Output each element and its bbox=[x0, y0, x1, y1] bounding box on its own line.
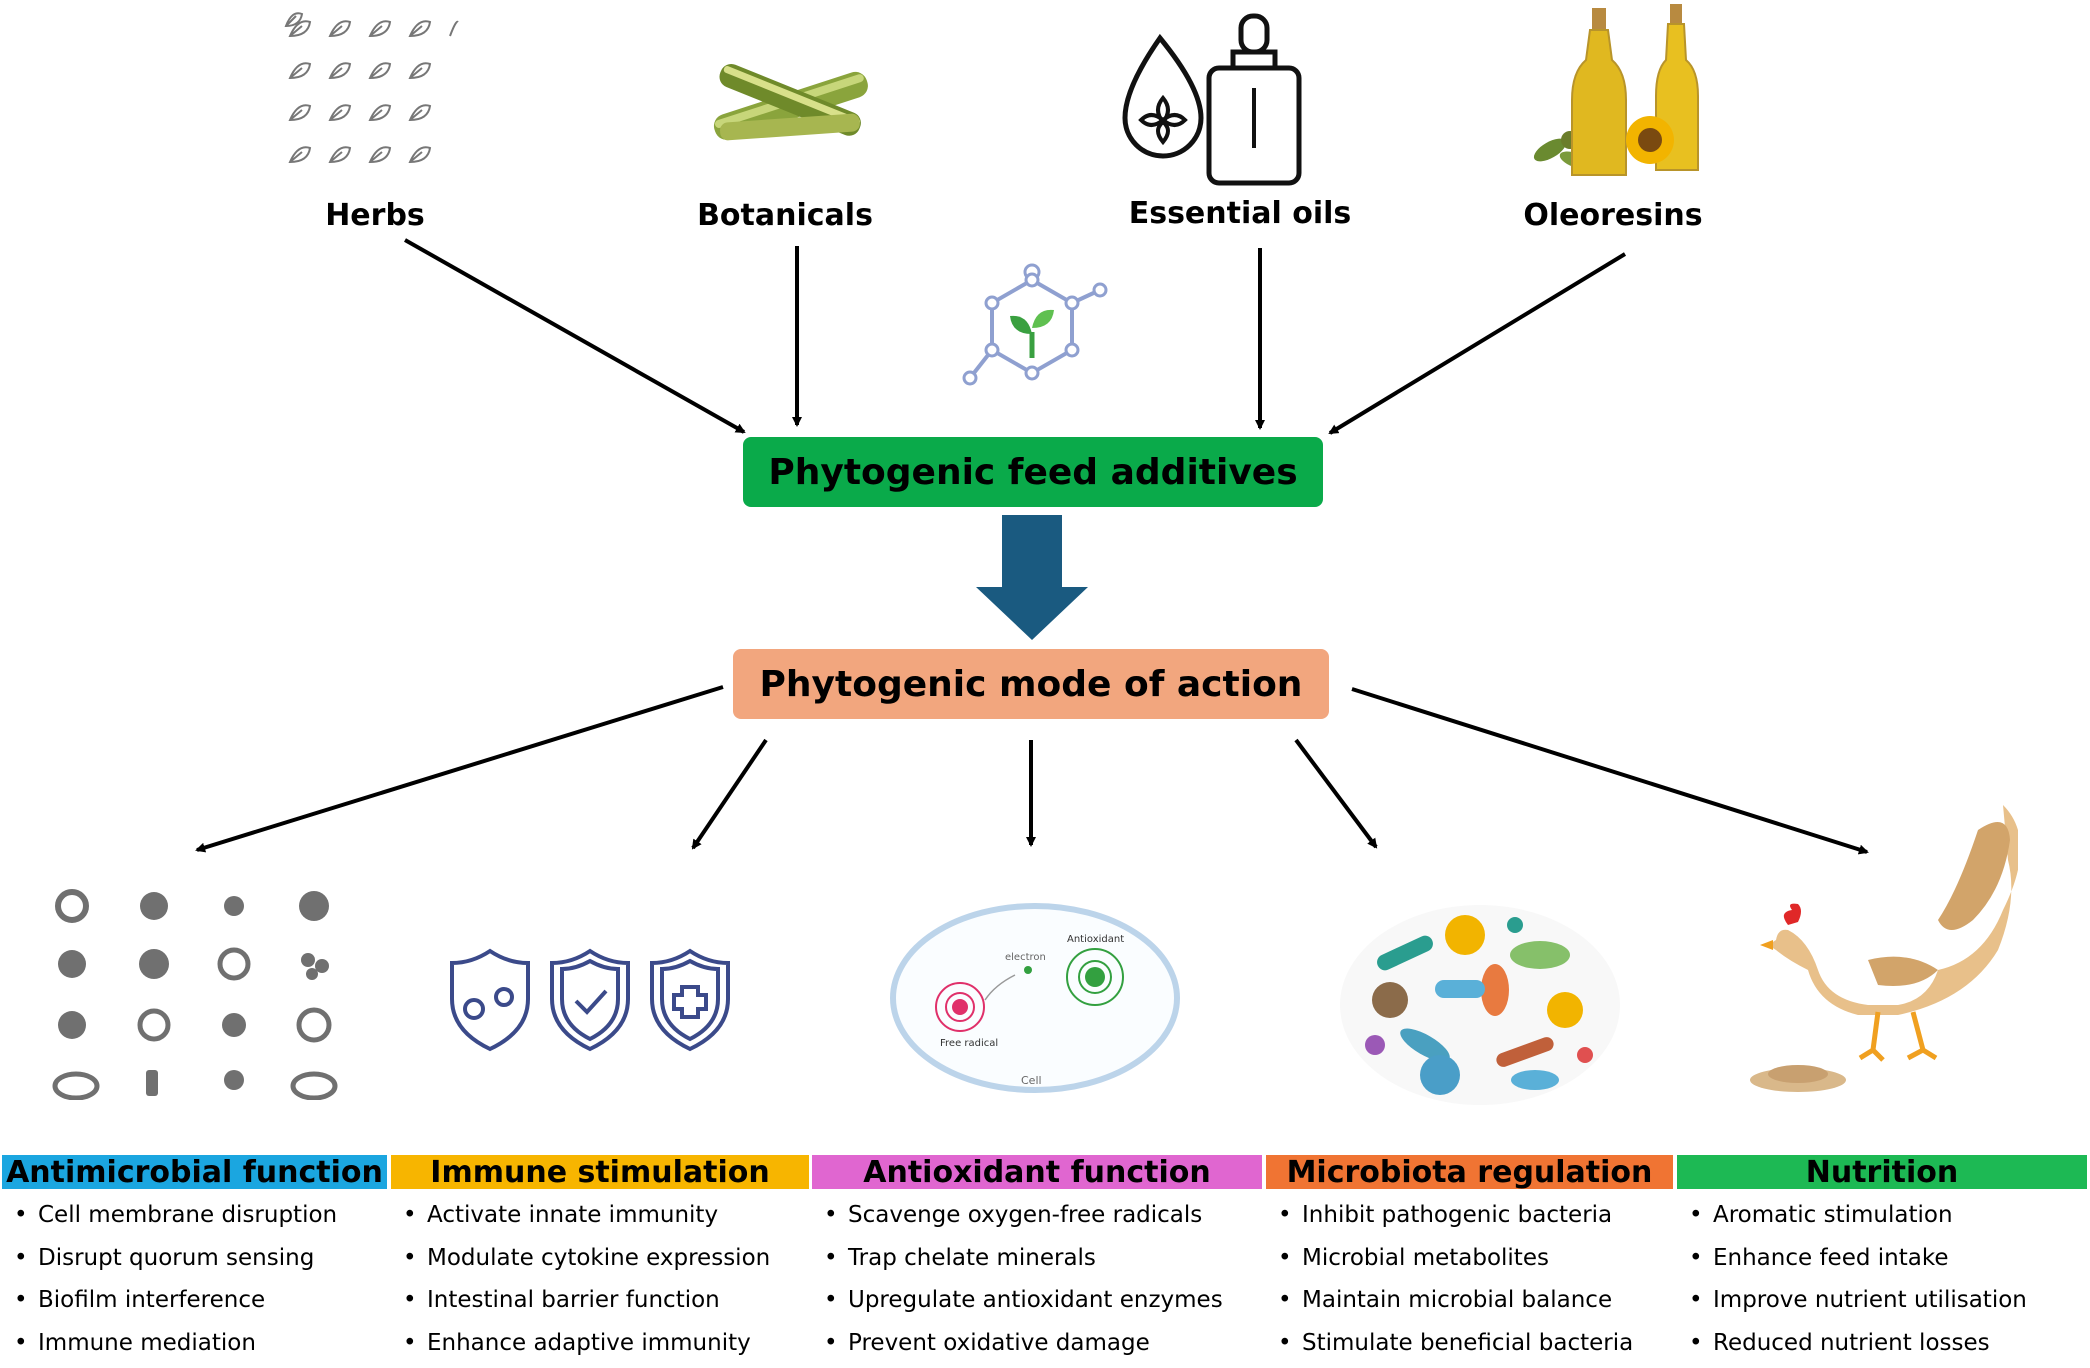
chicken-icon bbox=[1748, 800, 2018, 1100]
phytogenic-feed-additives-box: Phytogenic feed additives bbox=[743, 437, 1323, 507]
essential-oils-icon bbox=[1115, 8, 1305, 188]
arrow-herbs bbox=[405, 240, 744, 432]
list-item: Microbial metabolites bbox=[1266, 1241, 1673, 1284]
list-item: Aromatic stimulation bbox=[1677, 1198, 2087, 1241]
list-item: Biofilm interference bbox=[2, 1283, 387, 1326]
arrow-to-antimicrobial bbox=[197, 687, 723, 850]
category-microbiota-header: Microbiota regulation bbox=[1266, 1155, 1673, 1189]
electron-label: electron bbox=[1005, 952, 1046, 963]
antioxidant-cell-icon: electron Antioxidant Free radical Cell bbox=[885, 900, 1185, 1100]
list-item: Enhance adaptive immunity bbox=[391, 1326, 809, 1368]
list-item: Cell membrane disruption bbox=[2, 1198, 387, 1241]
label-botanicals: Botanicals bbox=[635, 198, 935, 233]
category-immune-header: Immune stimulation bbox=[391, 1155, 809, 1189]
oleoresins-icon bbox=[1520, 0, 1710, 190]
cell-label: Cell bbox=[1021, 1074, 1042, 1087]
list-item: Enhance feed intake bbox=[1677, 1241, 2087, 1284]
list-immune: Activate innate immunity Modulate cytoki… bbox=[391, 1198, 809, 1368]
arrow-to-immune bbox=[693, 740, 766, 848]
category-antioxidant-header: Antioxidant function bbox=[812, 1155, 1262, 1189]
immune-shield-icons bbox=[450, 945, 750, 1055]
category-antimicrobial-header: Antimicrobial function bbox=[2, 1155, 387, 1189]
label-essential-oils: Essential oils bbox=[1090, 196, 1390, 231]
label-herbs: Herbs bbox=[225, 198, 525, 233]
list-item: Disrupt quorum sensing bbox=[2, 1241, 387, 1284]
big-down-arrow bbox=[976, 515, 1088, 640]
list-item: Intestinal barrier function bbox=[391, 1283, 809, 1326]
list-antioxidant: Scavenge oxygen-free radicals Trap chela… bbox=[812, 1198, 1262, 1368]
list-item: Maintain microbial balance bbox=[1266, 1283, 1673, 1326]
microbe-icons-grid bbox=[50, 880, 350, 1100]
arrow-oleoresins bbox=[1330, 254, 1625, 433]
list-nutrition: Aromatic stimulation Enhance feed intake… bbox=[1677, 1198, 2087, 1368]
free-radical-label: Free radical bbox=[940, 1038, 998, 1049]
phytogenic-mode-of-action-box: Phytogenic mode of action bbox=[733, 649, 1329, 719]
botanicals-icon bbox=[700, 48, 880, 158]
antioxidant-label: Antioxidant bbox=[1067, 934, 1124, 945]
list-item: Upregulate antioxidant enzymes bbox=[812, 1283, 1262, 1326]
list-item: Modulate cytokine expression bbox=[391, 1241, 809, 1284]
microbiota-icon bbox=[1335, 895, 1625, 1115]
list-item: Stimulate beneficial bacteria bbox=[1266, 1326, 1673, 1368]
list-item: Improve nutrient utilisation bbox=[1677, 1283, 2087, 1326]
category-nutrition-header: Nutrition bbox=[1677, 1155, 2087, 1189]
list-item: Activate innate immunity bbox=[391, 1198, 809, 1241]
list-microbiota: Inhibit pathogenic bacteria Microbial me… bbox=[1266, 1198, 1673, 1368]
list-item: Prevent oxidative damage bbox=[812, 1326, 1262, 1368]
label-oleoresins: Oleoresins bbox=[1463, 198, 1763, 233]
list-item: Scavenge oxygen-free radicals bbox=[812, 1198, 1262, 1241]
list-item: Reduced nutrient losses bbox=[1677, 1326, 2087, 1368]
herbs-icon bbox=[280, 8, 460, 178]
list-item: Trap chelate minerals bbox=[812, 1241, 1262, 1284]
list-antimicrobial: Cell membrane disruption Disrupt quorum … bbox=[2, 1198, 387, 1368]
list-item: Inhibit pathogenic bacteria bbox=[1266, 1198, 1673, 1241]
arrow-to-microbiota bbox=[1296, 740, 1376, 847]
list-item: Immune mediation bbox=[2, 1326, 387, 1368]
molecule-plant-icon bbox=[950, 260, 1120, 410]
